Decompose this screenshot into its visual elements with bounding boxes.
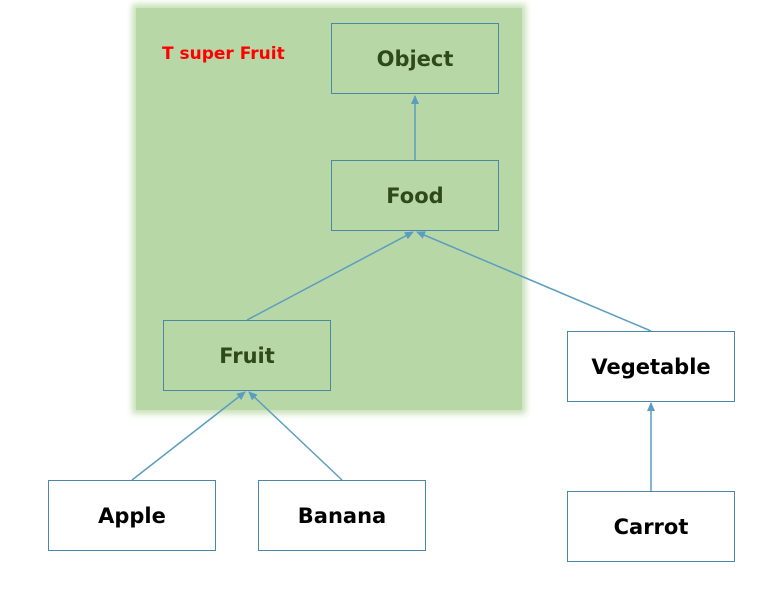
- node-vegetable: Vegetable: [567, 331, 735, 402]
- node-food: Food: [331, 160, 499, 231]
- node-object: Object: [331, 23, 499, 94]
- region-label: T super Fruit: [162, 44, 285, 64]
- node-fruit: Fruit: [163, 320, 331, 391]
- edge-vegetable-food: [416, 231, 652, 332]
- super-fruit-region: [136, 8, 522, 410]
- node-apple: Apple: [48, 480, 216, 551]
- node-carrot: Carrot: [567, 491, 735, 562]
- edge-fruit-food: [246, 231, 414, 321]
- node-banana: Banana: [258, 480, 426, 551]
- edge-banana-fruit: [248, 391, 343, 481]
- edge-apple-fruit: [131, 391, 246, 481]
